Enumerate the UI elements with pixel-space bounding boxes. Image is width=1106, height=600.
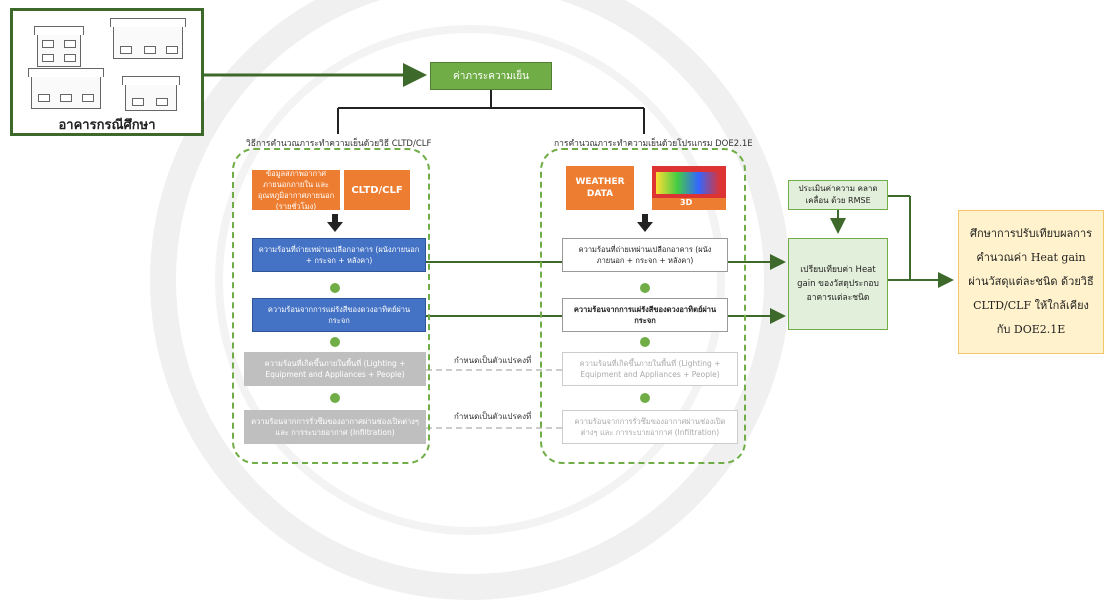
building-3d-model-image bbox=[652, 166, 726, 210]
connector-lines bbox=[204, 63, 954, 429]
cooling-load-box: ค่าภาระความเย็น bbox=[430, 62, 552, 90]
right-step-internal: ความร้อนที่เกิดขึ้นภายในพื้นที่ (Lightin… bbox=[562, 352, 738, 386]
controlled-label-infiltration: กำหนดเป็นตัวแปรคงที่ bbox=[454, 412, 532, 421]
left-step-envelope: ความร้อนที่ถ่ายเทผ่านเปลือกอาคาร (ผนังภา… bbox=[252, 238, 426, 272]
left-connector-dot-3 bbox=[330, 393, 340, 403]
right-input-weather: WEATHER DATA bbox=[566, 166, 634, 210]
controlled-label-internal: กำหนดเป็นตัวแปรคงที่ bbox=[454, 356, 532, 365]
right-connector-dot-3 bbox=[640, 393, 650, 403]
cltd-clf-group bbox=[232, 148, 430, 464]
right-step-solar: ความร้อนจากการแผ่รังสีของดวงอาทิตย์ผ่าน … bbox=[562, 298, 728, 332]
house-sketch-4 bbox=[122, 76, 180, 111]
house-sketch-2 bbox=[110, 18, 186, 59]
left-down-arrow-icon bbox=[327, 222, 343, 232]
case-study-label: อาคารกรณีศึกษา bbox=[58, 117, 156, 133]
left-step-infiltration: ความร้อนจากการรั่วซึมของอากาศผ่านช่องเปิ… bbox=[244, 410, 426, 444]
left-connector-dot-1 bbox=[330, 283, 340, 293]
house-sketch-3 bbox=[28, 68, 104, 109]
left-input-cltd: CLTD/CLF bbox=[344, 170, 410, 210]
right-down-arrow-stem bbox=[642, 214, 648, 222]
left-step-solar: ความร้อนจากการแผ่รังสีของดวงอาทิตย์ผ่าน … bbox=[252, 298, 426, 332]
cltd-clf-title: วิธีการคำนวณภาระทำความเย็นด้วยวิธี CLTD/… bbox=[246, 139, 432, 149]
result-box: ศึกษาการปรับเทียบผลการคำนวณค่า Heat gain… bbox=[958, 210, 1104, 354]
left-connector-dot-2 bbox=[330, 337, 340, 347]
left-step-internal: ความร้อนที่เกิดขึ้นภายในพื้นที่ (Lightin… bbox=[244, 352, 426, 386]
right-connector-dot-1 bbox=[640, 283, 650, 293]
case-study-box bbox=[10, 8, 204, 136]
right-step-infiltration: ความร้อนจากการรั่วซึมของอากาศผ่านช่องเปิ… bbox=[562, 410, 738, 444]
left-down-arrow-stem bbox=[332, 214, 338, 222]
model-3d-label: 3D bbox=[680, 198, 693, 207]
doe2-group bbox=[540, 148, 746, 464]
right-down-arrow-icon bbox=[637, 222, 653, 232]
right-connector-dot-2 bbox=[640, 337, 650, 347]
heat-gain-compare-box: เปรียบเทียบค่า Heat gain ของวัสดุประกอบ … bbox=[788, 238, 888, 330]
house-sketch-1 bbox=[34, 26, 84, 67]
doe2-title: การคำนวณภาระทำความเย็นด้วยโปรแกรม DOE2.1… bbox=[554, 139, 753, 149]
right-step-envelope: ความร้อนที่ถ่ายเทผ่านเปลือกอาคาร (ผนังภา… bbox=[562, 238, 728, 272]
rmse-evaluate-box: ประเมินค่าความ คลาดเคลื่อน ด้วย RMSE bbox=[788, 180, 888, 210]
left-input-weather: ข้อมูลสภาพอากาศภายนอกภายใน และอุณหภูมิอา… bbox=[252, 169, 340, 211]
